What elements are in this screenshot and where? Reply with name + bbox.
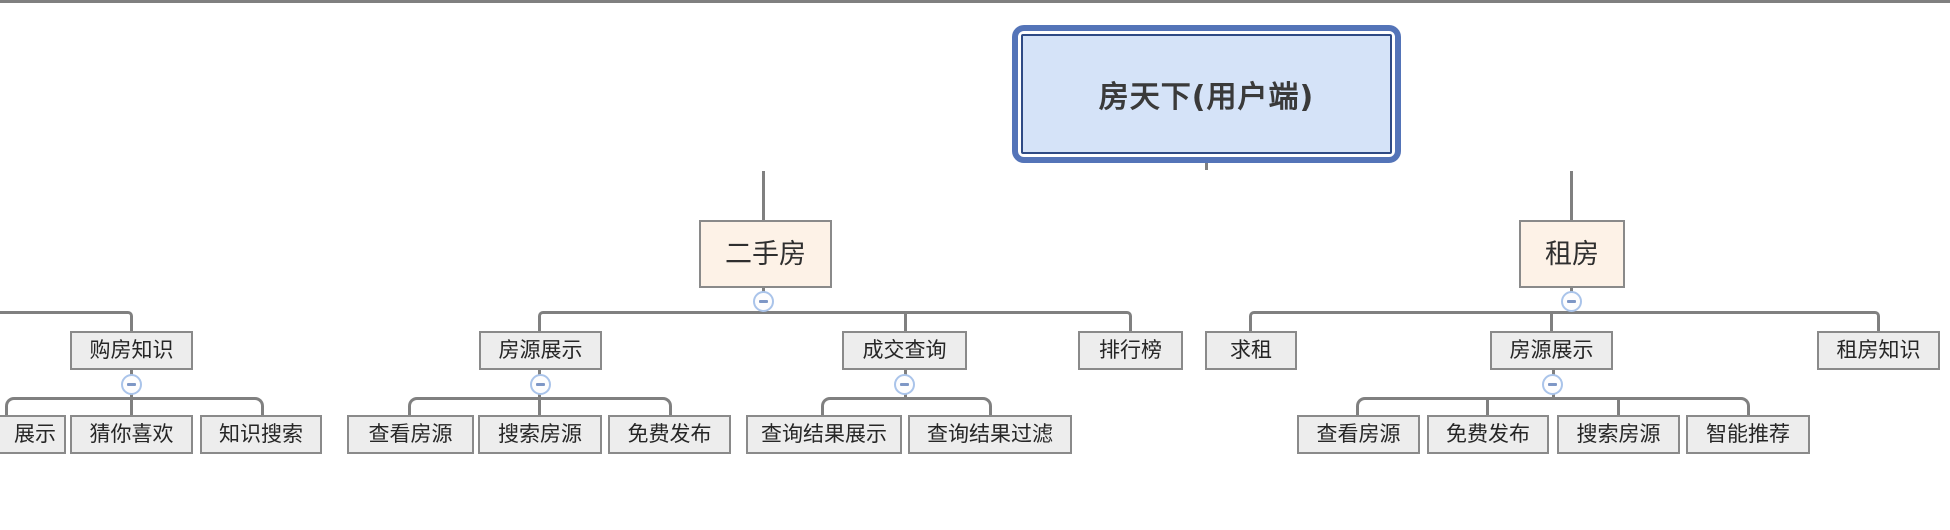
connector-drop-free-publish-b: [1486, 399, 1489, 415]
minus-glyph: [1548, 383, 1557, 386]
connector-stub-listing-b-icon: [1552, 370, 1555, 376]
connector-drop-deal-icon-to-rail: [904, 394, 907, 400]
connector-main-rail: [0, 0, 1950, 3]
node-free-publish-b[interactable]: 免费发布: [1427, 415, 1549, 454]
minus-glyph: [759, 300, 768, 303]
connector-root-stub: [1205, 161, 1208, 170]
node-knowledge-search[interactable]: 知识搜索: [200, 415, 322, 454]
connector-drop-guess-you-like: [130, 394, 133, 415]
node-search-listing-b[interactable]: 搜索房源: [1557, 415, 1680, 454]
node-query-result-filter[interactable]: 查询结果过滤: [908, 415, 1072, 454]
node-query-result-display[interactable]: 查询结果展示: [746, 415, 902, 454]
node-search-listing-a[interactable]: 搜索房源: [478, 415, 602, 454]
connector-rail-knowledge-children: [5, 397, 264, 415]
node-root[interactable]: 房天下(用户端): [1012, 25, 1401, 163]
node-view-listing-a[interactable]: 查看房源: [347, 415, 474, 454]
connector-drop-listing-b-icon-to-rail: [1552, 394, 1555, 400]
connector-stub-listing-a-icon: [538, 370, 541, 376]
node-view-listing-b[interactable]: 查看房源: [1297, 415, 1420, 454]
node-free-publish-a[interactable]: 免费发布: [608, 415, 731, 454]
collapse-minus-icon-listing-b[interactable]: [1542, 374, 1563, 395]
node-purchase-knowledge[interactable]: 购房知识: [70, 331, 193, 370]
minus-glyph: [536, 383, 545, 386]
node-second-hand[interactable]: 二手房: [699, 220, 832, 288]
connector-drop-search-listing-a: [538, 394, 541, 415]
node-rent-knowledge[interactable]: 租房知识: [1817, 331, 1940, 370]
collapse-minus-icon-listing-a[interactable]: [530, 374, 551, 395]
node-listing-display-rent[interactable]: 房源展示: [1490, 331, 1613, 370]
connector-stub-deal-icon: [904, 370, 907, 376]
collapse-minus-icon-rent[interactable]: [1561, 291, 1582, 312]
collapse-minus-icon-deal-query[interactable]: [894, 374, 915, 395]
connector-stub-second-hand-icon: [762, 288, 765, 293]
node-smart-recommend[interactable]: 智能推荐: [1686, 415, 1810, 454]
connector-rail-second-hand: [538, 311, 1132, 331]
collapse-minus-icon-knowledge[interactable]: [121, 374, 142, 395]
node-guess-you-like[interactable]: 猜你喜欢: [70, 415, 193, 454]
node-deal-query[interactable]: 成交查询: [842, 331, 967, 370]
node-display-cut[interactable]: 展示: [0, 415, 66, 454]
connector-stub-rent-icon: [1570, 288, 1573, 293]
minus-glyph: [127, 383, 136, 386]
connector-stub-knowledge-icon: [130, 370, 133, 376]
connector-rail-rent: [1249, 311, 1880, 331]
node-ranking[interactable]: 排行榜: [1078, 331, 1183, 370]
node-seek-rent[interactable]: 求租: [1205, 331, 1297, 370]
connector-drop-deal-query: [904, 313, 907, 331]
minus-glyph: [1567, 300, 1576, 303]
connector-drop-listing-rent: [1550, 313, 1553, 331]
collapse-minus-icon-second-hand[interactable]: [753, 291, 774, 312]
node-rent[interactable]: 租房: [1519, 220, 1625, 288]
node-listing-display-second-hand[interactable]: 房源展示: [479, 331, 602, 370]
connector-drop-rent: [1570, 171, 1573, 220]
connector-drop-second-hand: [762, 171, 765, 220]
minus-glyph: [900, 383, 909, 386]
root-label: 房天下(用户端): [1021, 34, 1392, 154]
connector-drop-search-listing-b: [1617, 399, 1620, 415]
connector-rail-knowledge: [0, 311, 133, 331]
